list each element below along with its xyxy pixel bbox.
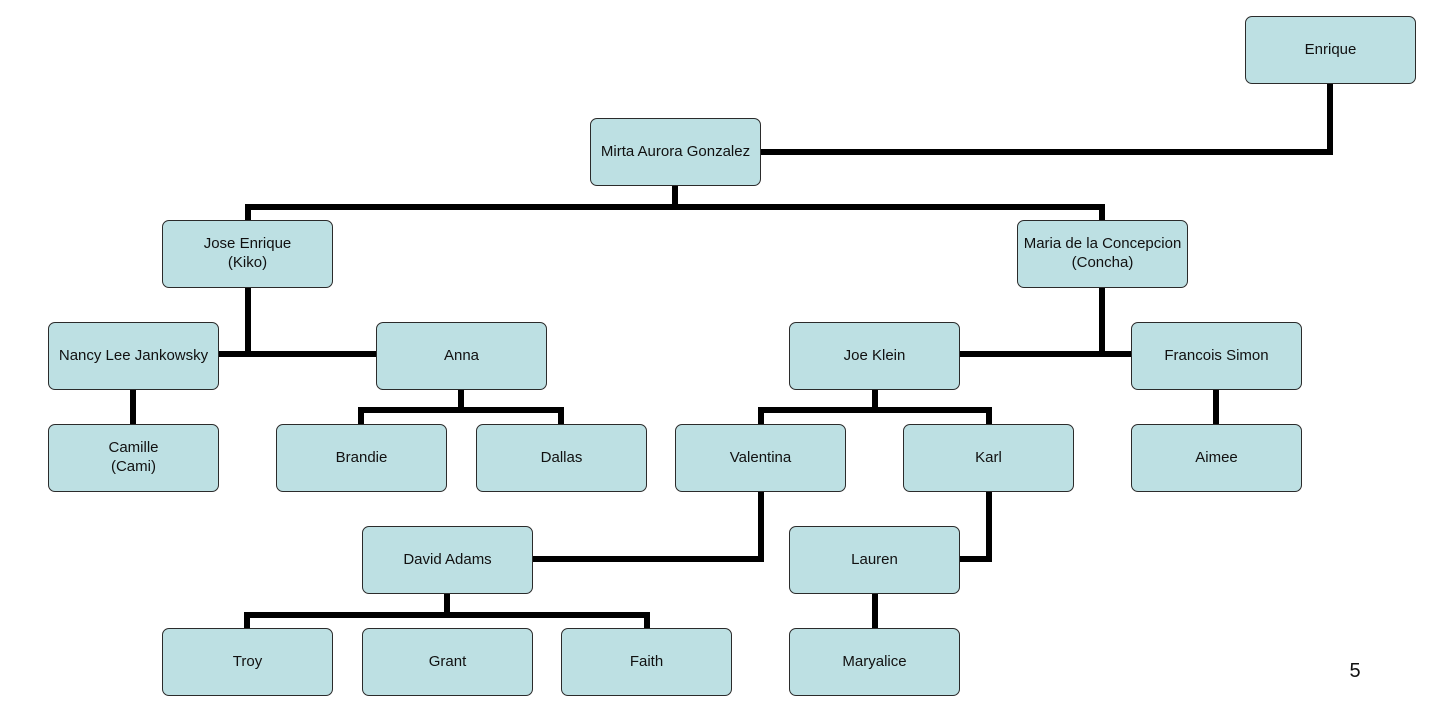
node-valentina[interactable]: Valentina	[675, 424, 846, 492]
node-joe[interactable]: Joe Klein	[789, 322, 960, 390]
node-nancy[interactable]: Nancy Lee Jankowsky	[48, 322, 219, 390]
node-troy[interactable]: Troy	[162, 628, 333, 696]
node-lauren[interactable]: Lauren	[789, 526, 960, 594]
node-david[interactable]: David Adams	[362, 526, 533, 594]
node-dallas[interactable]: Dallas	[476, 424, 647, 492]
node-aimee[interactable]: Aimee	[1131, 424, 1302, 492]
node-francois[interactable]: Francois Simon	[1131, 322, 1302, 390]
connector-kiko-spouses	[217, 285, 251, 357]
node-grant[interactable]: Grant	[362, 628, 533, 696]
node-concha[interactable]: Maria de la Concepcion (Concha)	[1017, 220, 1188, 288]
connector-anna-bar	[358, 407, 564, 426]
node-enrique[interactable]: Enrique	[1245, 16, 1416, 84]
node-mirta[interactable]: Mirta Aurora Gonzalez	[590, 118, 761, 186]
connector-david-bar	[244, 612, 650, 630]
connector-enrique-mirta	[757, 81, 1333, 155]
node-anna[interactable]: Anna	[376, 322, 547, 390]
node-maryalice[interactable]: Maryalice	[789, 628, 960, 696]
node-kiko[interactable]: Jose Enrique (Kiko)	[162, 220, 333, 288]
node-brandie[interactable]: Brandie	[276, 424, 447, 492]
node-karl[interactable]: Karl	[903, 424, 1074, 492]
connector-concha-spouses	[957, 285, 1105, 357]
node-camille[interactable]: Camille (Cami)	[48, 424, 219, 492]
connector-valentina-david	[530, 489, 764, 562]
connector-children-bar	[245, 204, 1105, 222]
connector-joe-bar	[758, 407, 992, 426]
connector-karl-lauren	[957, 489, 992, 562]
page-number: 5	[1349, 660, 1361, 682]
node-faith[interactable]: Faith	[561, 628, 732, 696]
